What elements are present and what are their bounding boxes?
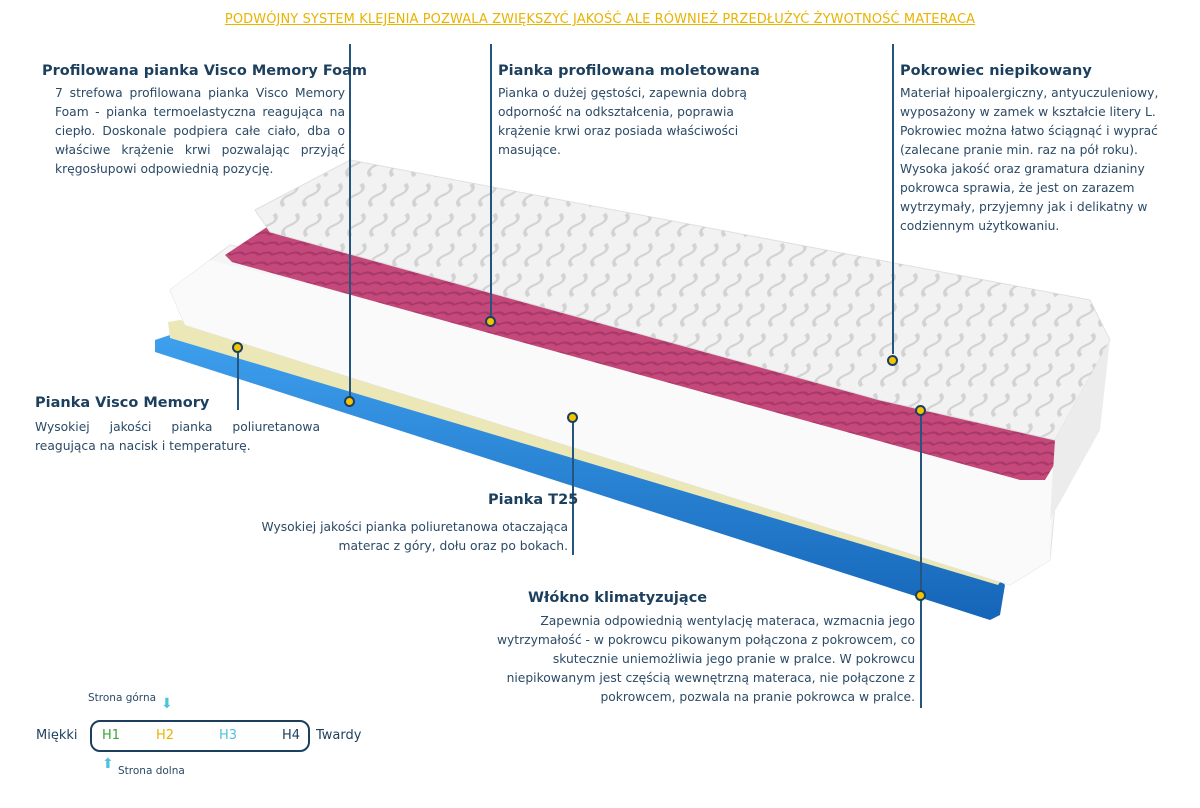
connector-line: [237, 350, 239, 410]
hardness-h2: H2: [156, 728, 175, 743]
hardness-h1: H1: [102, 728, 121, 743]
visco-profiled-text: 7 strefowa profilowana pianka Visco Memo…: [55, 86, 345, 176]
connector-line: [572, 420, 574, 555]
marker-dot: [887, 355, 898, 366]
connector-line: [349, 44, 351, 402]
moletowana-text: Pianka o dużej gęstości, zapewnia dobrą …: [498, 86, 747, 157]
connector-line: [892, 44, 894, 354]
marker-dot: [567, 412, 578, 423]
page-banner: PODWÓJNY SYSTEM KLEJENIA POZWALA ZWIĘKSZ…: [224, 12, 976, 27]
visco-text: Wysokiej jakości pianka poliuretanowa re…: [35, 420, 320, 453]
hardness-scale: [90, 720, 310, 752]
wlokno-title: Włókno klimatyzujące: [528, 590, 708, 606]
visco-title: Pianka Visco Memory: [35, 395, 210, 411]
marker-dot: [344, 396, 355, 407]
fibre-layer: [155, 335, 1005, 620]
connector-line: [920, 413, 922, 708]
pokrowiec-title: Pokrowiec niepikowany: [900, 63, 1092, 79]
arrow-down-icon: ⬇: [161, 696, 173, 712]
moletowana-title: Pianka profilowana moletowana: [498, 63, 760, 79]
bottom-side-label: Strona dolna: [118, 765, 185, 777]
visco-profiled-title: Profilowana pianka Visco Memory Foam: [42, 63, 368, 79]
hardness-h3: H3: [219, 728, 238, 743]
moletowana-layer: [225, 225, 1060, 480]
arrow-up-icon: ⬆: [102, 756, 114, 772]
pokrowiec-text: Materiał hipoalergiczny, antyuczuleniowy…: [900, 86, 1159, 233]
visco-layer: [168, 320, 1005, 585]
wlokno-text: Zapewnia odpowiednią wentylację materaca…: [496, 614, 915, 704]
marker-dot: [485, 316, 496, 327]
soft-label: Miękki: [36, 728, 78, 743]
hardness-h4: H4: [282, 728, 301, 743]
marker-dot: [915, 590, 926, 601]
t25-title: Pianka T25: [488, 492, 579, 508]
connector-line: [490, 44, 492, 316]
hard-label: Twardy: [316, 728, 362, 743]
marker-dot: [232, 342, 243, 353]
top-side-label: Strona górna: [88, 692, 157, 704]
t25-text: Wysokiej jakości pianka poliuretanowa ot…: [261, 520, 569, 553]
marker-dot: [915, 405, 926, 416]
